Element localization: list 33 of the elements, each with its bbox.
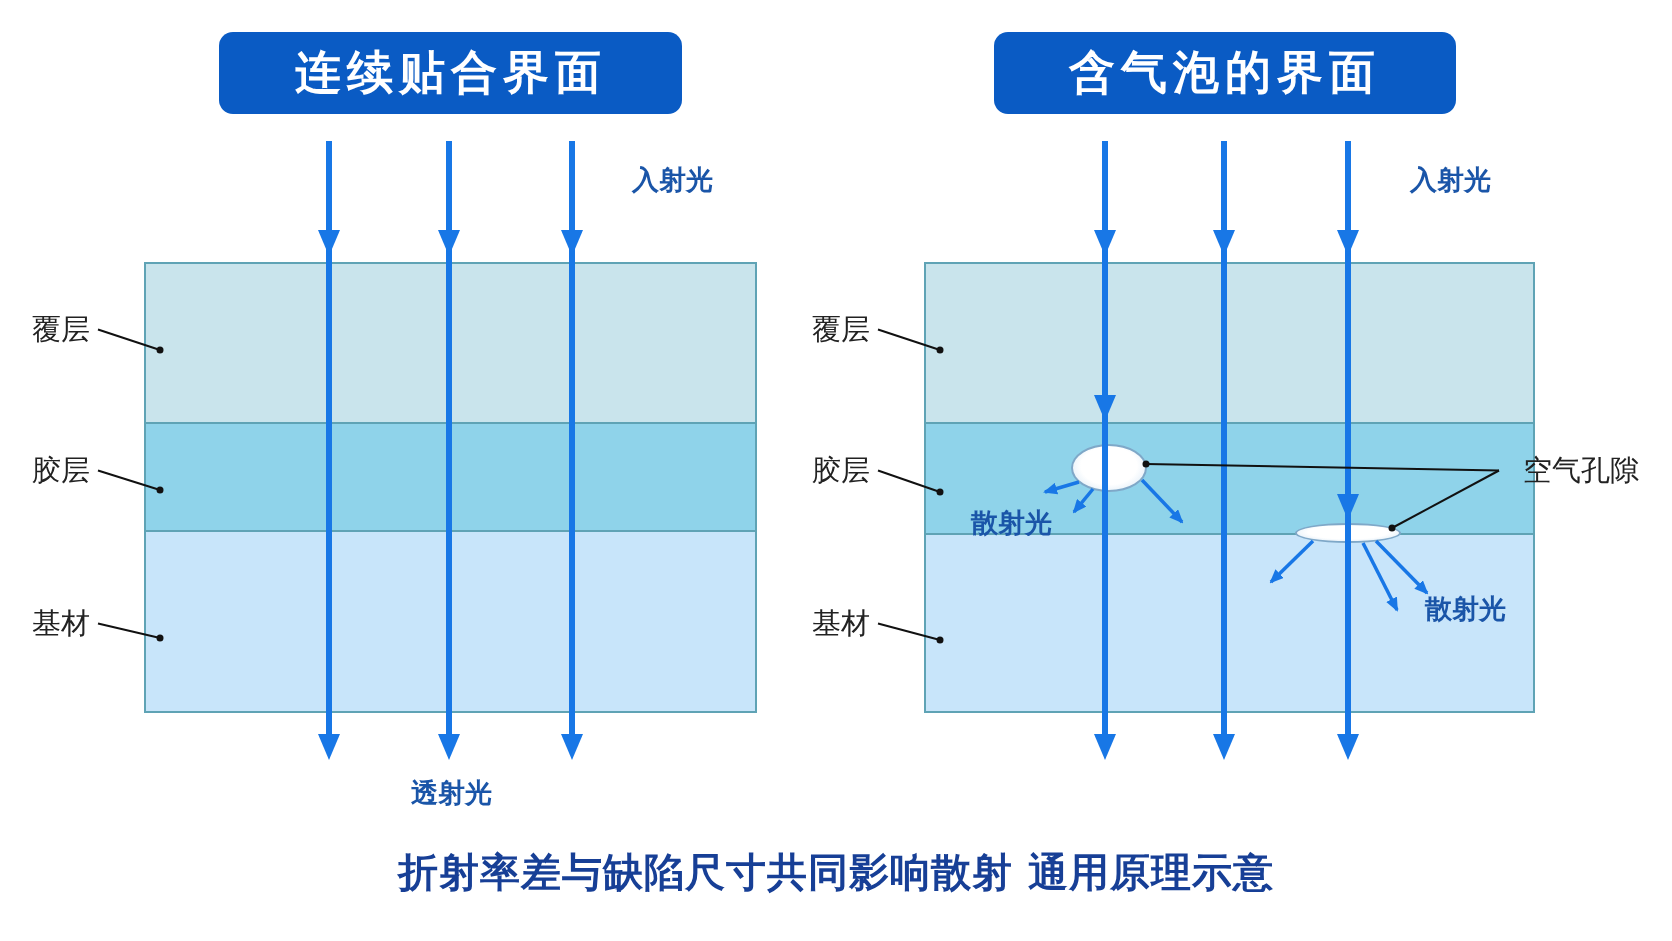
air-bubble <box>1071 444 1147 492</box>
light-label: 散射光 <box>970 508 1052 536</box>
leader-line <box>97 469 164 494</box>
layer-label: 基材 <box>32 609 90 638</box>
layer-band <box>144 422 757 532</box>
caption: 折射率差与缺陷尺寸共同影响散射 通用原理示意 <box>398 852 1274 892</box>
scatter-arrow <box>1374 539 1429 595</box>
layer-label: 覆层 <box>812 315 870 344</box>
leader-line <box>877 622 944 644</box>
leader-line <box>1142 460 1500 472</box>
leader-line <box>877 469 944 496</box>
leader-line <box>1388 469 1500 532</box>
layer-band <box>144 530 757 713</box>
leader-line <box>97 622 164 642</box>
title-banner: 连续贴合界面 <box>219 32 682 114</box>
scatter-arrow <box>1269 539 1315 584</box>
layer-label: 基材 <box>812 609 870 638</box>
scatter-arrow <box>1072 487 1095 514</box>
layer-label: 覆层 <box>32 315 90 344</box>
layer-band <box>144 262 757 424</box>
layer-label: 胶层 <box>812 456 870 485</box>
scatter-arrow <box>1361 542 1399 612</box>
leader-line <box>97 328 164 354</box>
scatter-arrow <box>1043 480 1080 495</box>
title-banner: 含气泡的界面 <box>994 32 1456 114</box>
leader-line <box>877 328 944 354</box>
light-label: 散射光 <box>1424 594 1506 622</box>
light-label: 透射光 <box>410 778 492 806</box>
layer-label: 胶层 <box>32 456 90 485</box>
layer-band <box>924 262 1535 424</box>
light-label: 入射光 <box>1409 165 1491 193</box>
scatter-arrow <box>1140 478 1184 524</box>
light-label: 入射光 <box>631 165 713 193</box>
